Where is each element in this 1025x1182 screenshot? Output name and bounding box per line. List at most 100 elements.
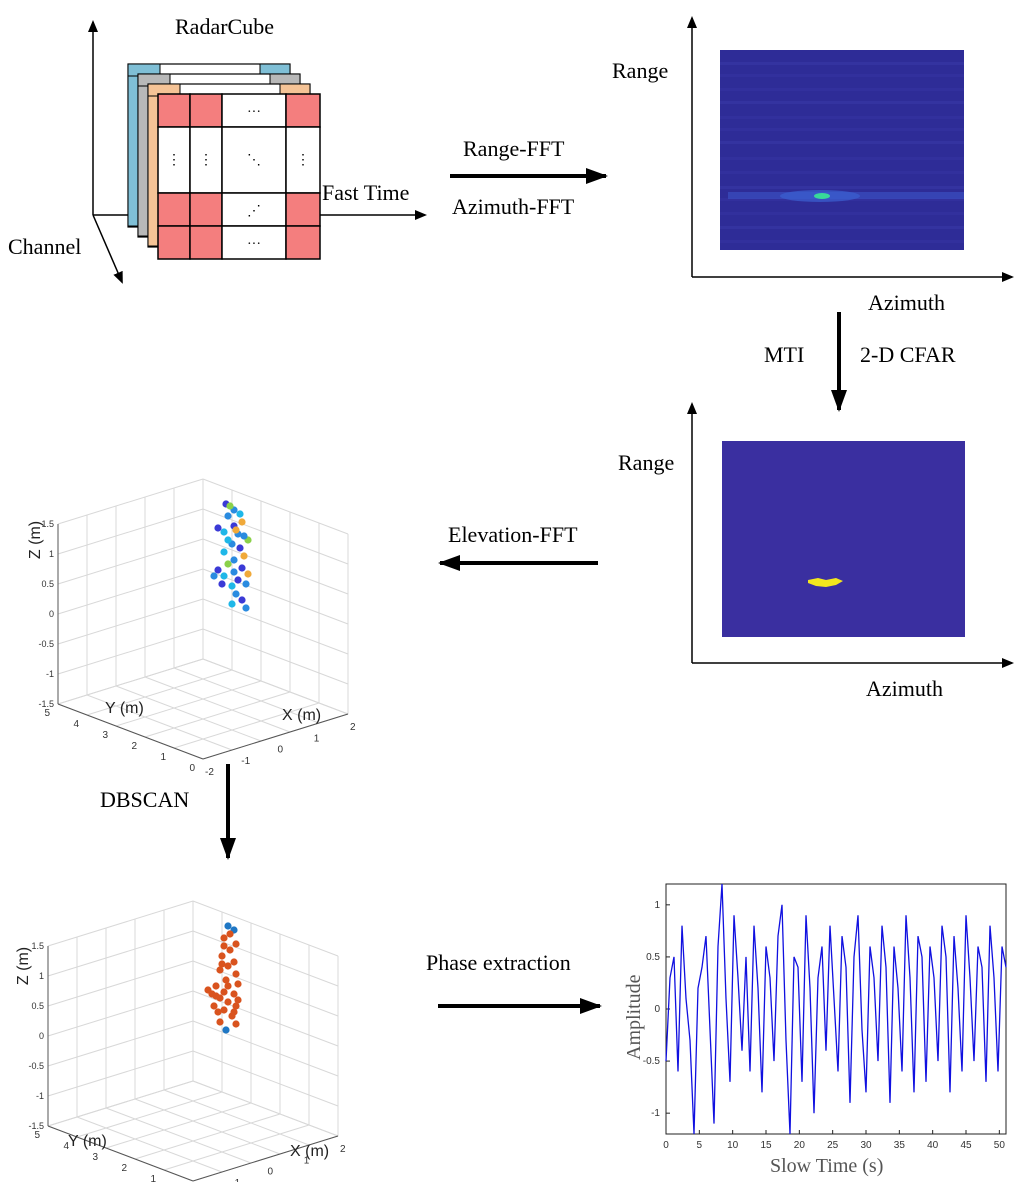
cube-cell bbox=[189, 225, 223, 260]
scatter-point bbox=[240, 552, 248, 560]
z-tick-label: -1 bbox=[36, 1091, 44, 1101]
cube-cell bbox=[285, 225, 321, 260]
z-tick-label: 1.5 bbox=[41, 519, 54, 529]
scatter-point bbox=[224, 962, 232, 970]
scatter-point bbox=[222, 1026, 230, 1034]
scatter-point bbox=[220, 548, 228, 556]
y-tick-label: 5 bbox=[34, 1130, 40, 1141]
x-tick-label: 15 bbox=[760, 1140, 772, 1151]
cube-ellipsis: ⋮ bbox=[199, 153, 213, 168]
scatter-point bbox=[224, 536, 232, 544]
x-axis-line bbox=[202, 713, 349, 760]
mti-label: MTI bbox=[764, 342, 804, 367]
grid-right-wall-line bbox=[202, 628, 349, 685]
map1-stripe bbox=[720, 88, 964, 91]
scatter-point bbox=[242, 604, 250, 612]
x-tick-label: 25 bbox=[827, 1140, 839, 1151]
grid-floor-line bbox=[86, 694, 233, 751]
y-tick-label: 3 bbox=[92, 1152, 98, 1163]
z-tick-label: 0 bbox=[39, 1031, 44, 1041]
scatter-point bbox=[210, 572, 218, 580]
scatter-point bbox=[220, 572, 228, 580]
z-tick-label: 1.5 bbox=[31, 941, 44, 951]
cube-cell bbox=[221, 126, 287, 194]
x-tick-label: 20 bbox=[794, 1140, 806, 1151]
map1-stripe bbox=[720, 240, 964, 243]
chart-ylabel: Amplitude bbox=[623, 974, 645, 1060]
scatter-point bbox=[220, 988, 228, 996]
chart-xlabel: Slow Time (s) bbox=[770, 1155, 883, 1177]
grid-left-wall-line bbox=[57, 628, 204, 675]
map1-stripe bbox=[720, 186, 964, 189]
map1-stripe bbox=[720, 157, 964, 160]
x-tick-label: 1 bbox=[304, 1155, 310, 1166]
scatter-point bbox=[220, 528, 228, 536]
map1-stripe bbox=[720, 128, 964, 131]
scatter-point bbox=[224, 982, 232, 990]
grid-right-wall-line bbox=[192, 900, 339, 957]
azimuth-fft-label: Azimuth-FFT bbox=[452, 194, 575, 219]
y-tick-label: -1 bbox=[651, 1108, 660, 1119]
cfar-label: 2-D CFAR bbox=[860, 342, 956, 367]
map1-stripe bbox=[720, 62, 964, 65]
grid-floor-line bbox=[57, 658, 204, 705]
scatter-point bbox=[238, 518, 246, 526]
map2-heatmap bbox=[722, 441, 965, 637]
map1-azimuth-label: Azimuth bbox=[868, 290, 945, 315]
z-axis-label: Z (m) bbox=[27, 521, 44, 559]
z-tick-label: -1.5 bbox=[38, 699, 54, 709]
grid-left-wall-line bbox=[57, 508, 204, 555]
scatter-point bbox=[230, 990, 238, 998]
channel-label: Channel bbox=[8, 234, 81, 259]
y-tick-label: -0.5 bbox=[643, 1056, 661, 1067]
scatter-point bbox=[224, 560, 232, 568]
grid-left-wall-line bbox=[47, 1050, 194, 1097]
scatter-point bbox=[238, 596, 246, 604]
z-tick-label: 0.5 bbox=[31, 1001, 44, 1011]
scatter-point bbox=[228, 600, 236, 608]
cube-cell bbox=[157, 225, 191, 260]
cube-cell bbox=[189, 192, 223, 227]
fft-step: Range-FFT Azimuth-FFT bbox=[450, 136, 608, 219]
cube-cell bbox=[221, 93, 287, 128]
x-tick-label: 35 bbox=[894, 1140, 906, 1151]
scatter-point bbox=[236, 544, 244, 552]
range-azimuth-map: Range Azimuth bbox=[612, 16, 1014, 315]
grid-floor-line bbox=[192, 1080, 339, 1137]
map1-stripe bbox=[720, 74, 964, 77]
cube-cell bbox=[157, 93, 191, 128]
fast-time-label: Fast Time bbox=[322, 180, 409, 205]
grid-floor-line bbox=[47, 1080, 194, 1127]
grid-left-wall-line bbox=[47, 930, 194, 977]
cube-front-grid: ······⋮⋮⋮⋱⋰ bbox=[157, 93, 321, 260]
scatter-point bbox=[244, 570, 252, 578]
z-tick-label: -0.5 bbox=[28, 1061, 44, 1071]
y-tick-label: 5 bbox=[44, 708, 50, 719]
grid-floor-line bbox=[163, 1124, 310, 1171]
y-axis-line bbox=[57, 703, 204, 760]
cube-cell bbox=[157, 192, 191, 227]
z-tick-label: -0.5 bbox=[38, 639, 54, 649]
grid-floor-line bbox=[105, 1102, 252, 1149]
grid-left-wall-line bbox=[57, 538, 204, 585]
y-axis-line bbox=[47, 1125, 194, 1182]
y-tick-label: 0 bbox=[654, 1004, 660, 1015]
grid-right-wall-line bbox=[202, 568, 349, 625]
scatter-point bbox=[214, 1008, 222, 1016]
y-tick-label: 1 bbox=[160, 752, 166, 763]
x-tick-label: 0 bbox=[268, 1167, 274, 1178]
grid-floor-line bbox=[115, 680, 262, 727]
cube-ellipsis: ⋮ bbox=[167, 153, 181, 168]
z-tick-label: 0.5 bbox=[41, 579, 54, 589]
elevation-fft-label: Elevation-FFT bbox=[448, 522, 578, 547]
grid-floor-line bbox=[173, 702, 320, 749]
grid-floor-line bbox=[163, 1089, 310, 1146]
scatter-point bbox=[234, 576, 242, 584]
scatter-point bbox=[232, 526, 240, 534]
map1-heatmap bbox=[720, 50, 964, 250]
range-fft-label: Range-FFT bbox=[463, 136, 565, 161]
scatter-point bbox=[232, 1020, 240, 1028]
map1-stripe bbox=[720, 212, 964, 215]
